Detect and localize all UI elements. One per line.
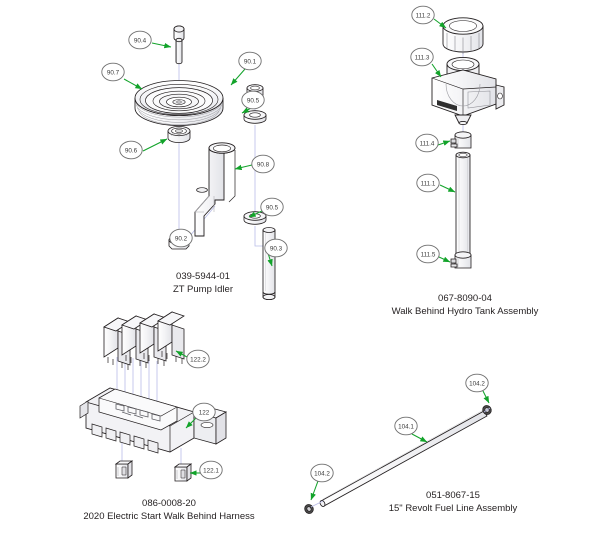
balloon-label: 111.5 [421, 251, 436, 258]
balloon-label: 122 [199, 409, 210, 416]
harness-relays-122-2 [103, 311, 185, 370]
balloon-label: 111.1 [421, 180, 436, 187]
callout-balloon[interactable]: 111.1 [416, 173, 440, 193]
caption-part-number: 051-8067-15 [426, 490, 480, 501]
caption-zt-pump-idler: 039-5944-01 ZT Pump Idler [128, 271, 278, 296]
balloon-outline [101, 62, 125, 82]
balloon-outline [415, 133, 439, 153]
caption-name: 15" Revolt Fuel Line Assembly [388, 502, 518, 514]
harness-fuse-box-122 [79, 387, 228, 454]
balloon-label: 111.3 [415, 54, 430, 61]
balloon-outline [169, 228, 193, 248]
assembly-harness [79, 311, 228, 482]
callout-balloon[interactable]: 90.6 [119, 140, 143, 160]
caption-hydro-tank: 067-8090-04 Walk Behind Hydro Tank Assem… [355, 293, 575, 318]
balloon-outline [310, 463, 334, 483]
balloon-label: 90.1 [244, 58, 257, 65]
balloon-outline [416, 173, 440, 193]
idler-washer-90-5-upper [243, 110, 267, 124]
caption-name: 2020 Electric Start Walk Behind Harness [83, 510, 255, 522]
balloon-outline [119, 140, 143, 160]
callout-balloon[interactable]: 104.2 [310, 463, 334, 483]
callout-balloon[interactable]: 90.1 [238, 51, 262, 71]
balloon-outline [241, 90, 265, 110]
callout-balloon[interactable]: 122 [192, 402, 216, 422]
hydro-clamp-111-4 [450, 131, 472, 149]
assembly-hydro-tank [431, 17, 505, 269]
balloon-label: 90.4 [134, 37, 147, 44]
caption-name: Walk Behind Hydro Tank Assembly [391, 305, 539, 317]
idler-arm-90-8 [194, 142, 236, 237]
callout-balloon[interactable]: 111.5 [416, 244, 440, 264]
balloon-outline [251, 154, 275, 174]
idler-bolt-90-4 [173, 25, 185, 65]
caption-harness: 086-0008-20 2020 Electric Start Walk Beh… [24, 498, 314, 523]
balloon-outline [465, 373, 489, 393]
balloon-label: 90.7 [107, 69, 120, 76]
callout-balloon[interactable]: 90.4 [128, 30, 152, 50]
callout-balloon[interactable]: 104.1 [394, 416, 418, 436]
callout-balloon[interactable]: 111.3 [410, 47, 434, 67]
axis-lines-fuel [310, 407, 491, 508]
leaders-hydro [431, 18, 456, 263]
callout-balloon[interactable]: 111.4 [415, 133, 439, 153]
balloon-outline [411, 5, 435, 25]
balloon-outline [192, 402, 216, 422]
callout-balloon[interactable]: 90.2 [169, 228, 193, 248]
idler-washer-90-5-lower [243, 211, 267, 225]
callout-balloon[interactable]: 104.2 [465, 373, 489, 393]
balloon-label: 104.2 [314, 470, 330, 477]
balloon-label: 90.3 [270, 245, 283, 252]
balloon-label: 122.2 [190, 356, 206, 363]
balloon-outline [394, 416, 418, 436]
balloon-outline [264, 238, 288, 258]
balloon-label: 90.2 [175, 235, 188, 242]
idler-pulley-90-7 [134, 80, 224, 126]
balloon-label: 122.1 [203, 467, 219, 474]
fuel-line-hose-104-1 [319, 408, 488, 507]
balloon-label: 104.2 [469, 380, 485, 387]
caption-part-number: 039-5944-01 [176, 271, 230, 282]
balloon-outline [416, 244, 440, 264]
assembly-zt-pump-idler [123, 25, 276, 301]
callout-balloon[interactable]: 90.5 [241, 90, 265, 110]
callout-balloon[interactable]: 122.2 [186, 349, 210, 369]
leaders-fuel [310, 390, 490, 501]
caption-fuel-line: 051-8067-15 15" Revolt Fuel Line Assembl… [358, 490, 548, 515]
balloon-outline [186, 349, 210, 369]
balloon-outline [128, 30, 152, 50]
hydro-hose-111-1 [455, 151, 471, 256]
hydro-cap-111-2 [442, 17, 484, 54]
harness-connector-122-1 [173, 463, 193, 482]
hydro-clamp-111-5 [450, 251, 472, 269]
callout-balloons: 90.4 90.7 90.1 90.5 90.6 90.8 90.5 90.2 90.3 111.… [101, 5, 489, 483]
caption-name: ZT Pump Idler [172, 283, 233, 295]
callout-balloon[interactable]: 122.1 [199, 460, 223, 480]
balloon-label: 111.2 [416, 12, 431, 19]
balloon-outline [410, 47, 434, 67]
balloon-label: 90.5 [266, 204, 279, 211]
balloon-label: 104.1 [398, 423, 414, 430]
caption-part-number: 086-0008-20 [142, 498, 196, 509]
caption-part-number: 067-8090-04 [438, 293, 492, 304]
callout-balloon[interactable]: 90.7 [101, 62, 125, 82]
balloon-label: 90.6 [125, 147, 138, 154]
leaders-harness [175, 350, 201, 476]
idler-bearing-90-6 [167, 126, 191, 143]
harness-connector-left [114, 460, 134, 479]
assembly-fuel-line [304, 390, 492, 514]
balloon-outline [238, 51, 262, 71]
balloon-outline [199, 460, 223, 480]
balloon-outline [260, 197, 284, 217]
hydro-tank-111-3 [431, 56, 505, 126]
callout-balloon[interactable]: 111.2 [411, 5, 435, 25]
balloon-label: 90.8 [257, 161, 270, 168]
balloon-label: 111.4 [420, 140, 435, 147]
callout-balloon[interactable]: 90.3 [264, 238, 288, 258]
callout-balloon[interactable]: 90.8 [251, 154, 275, 174]
balloon-label: 90.5 [247, 97, 260, 104]
callout-balloon[interactable]: 90.5 [260, 197, 284, 217]
